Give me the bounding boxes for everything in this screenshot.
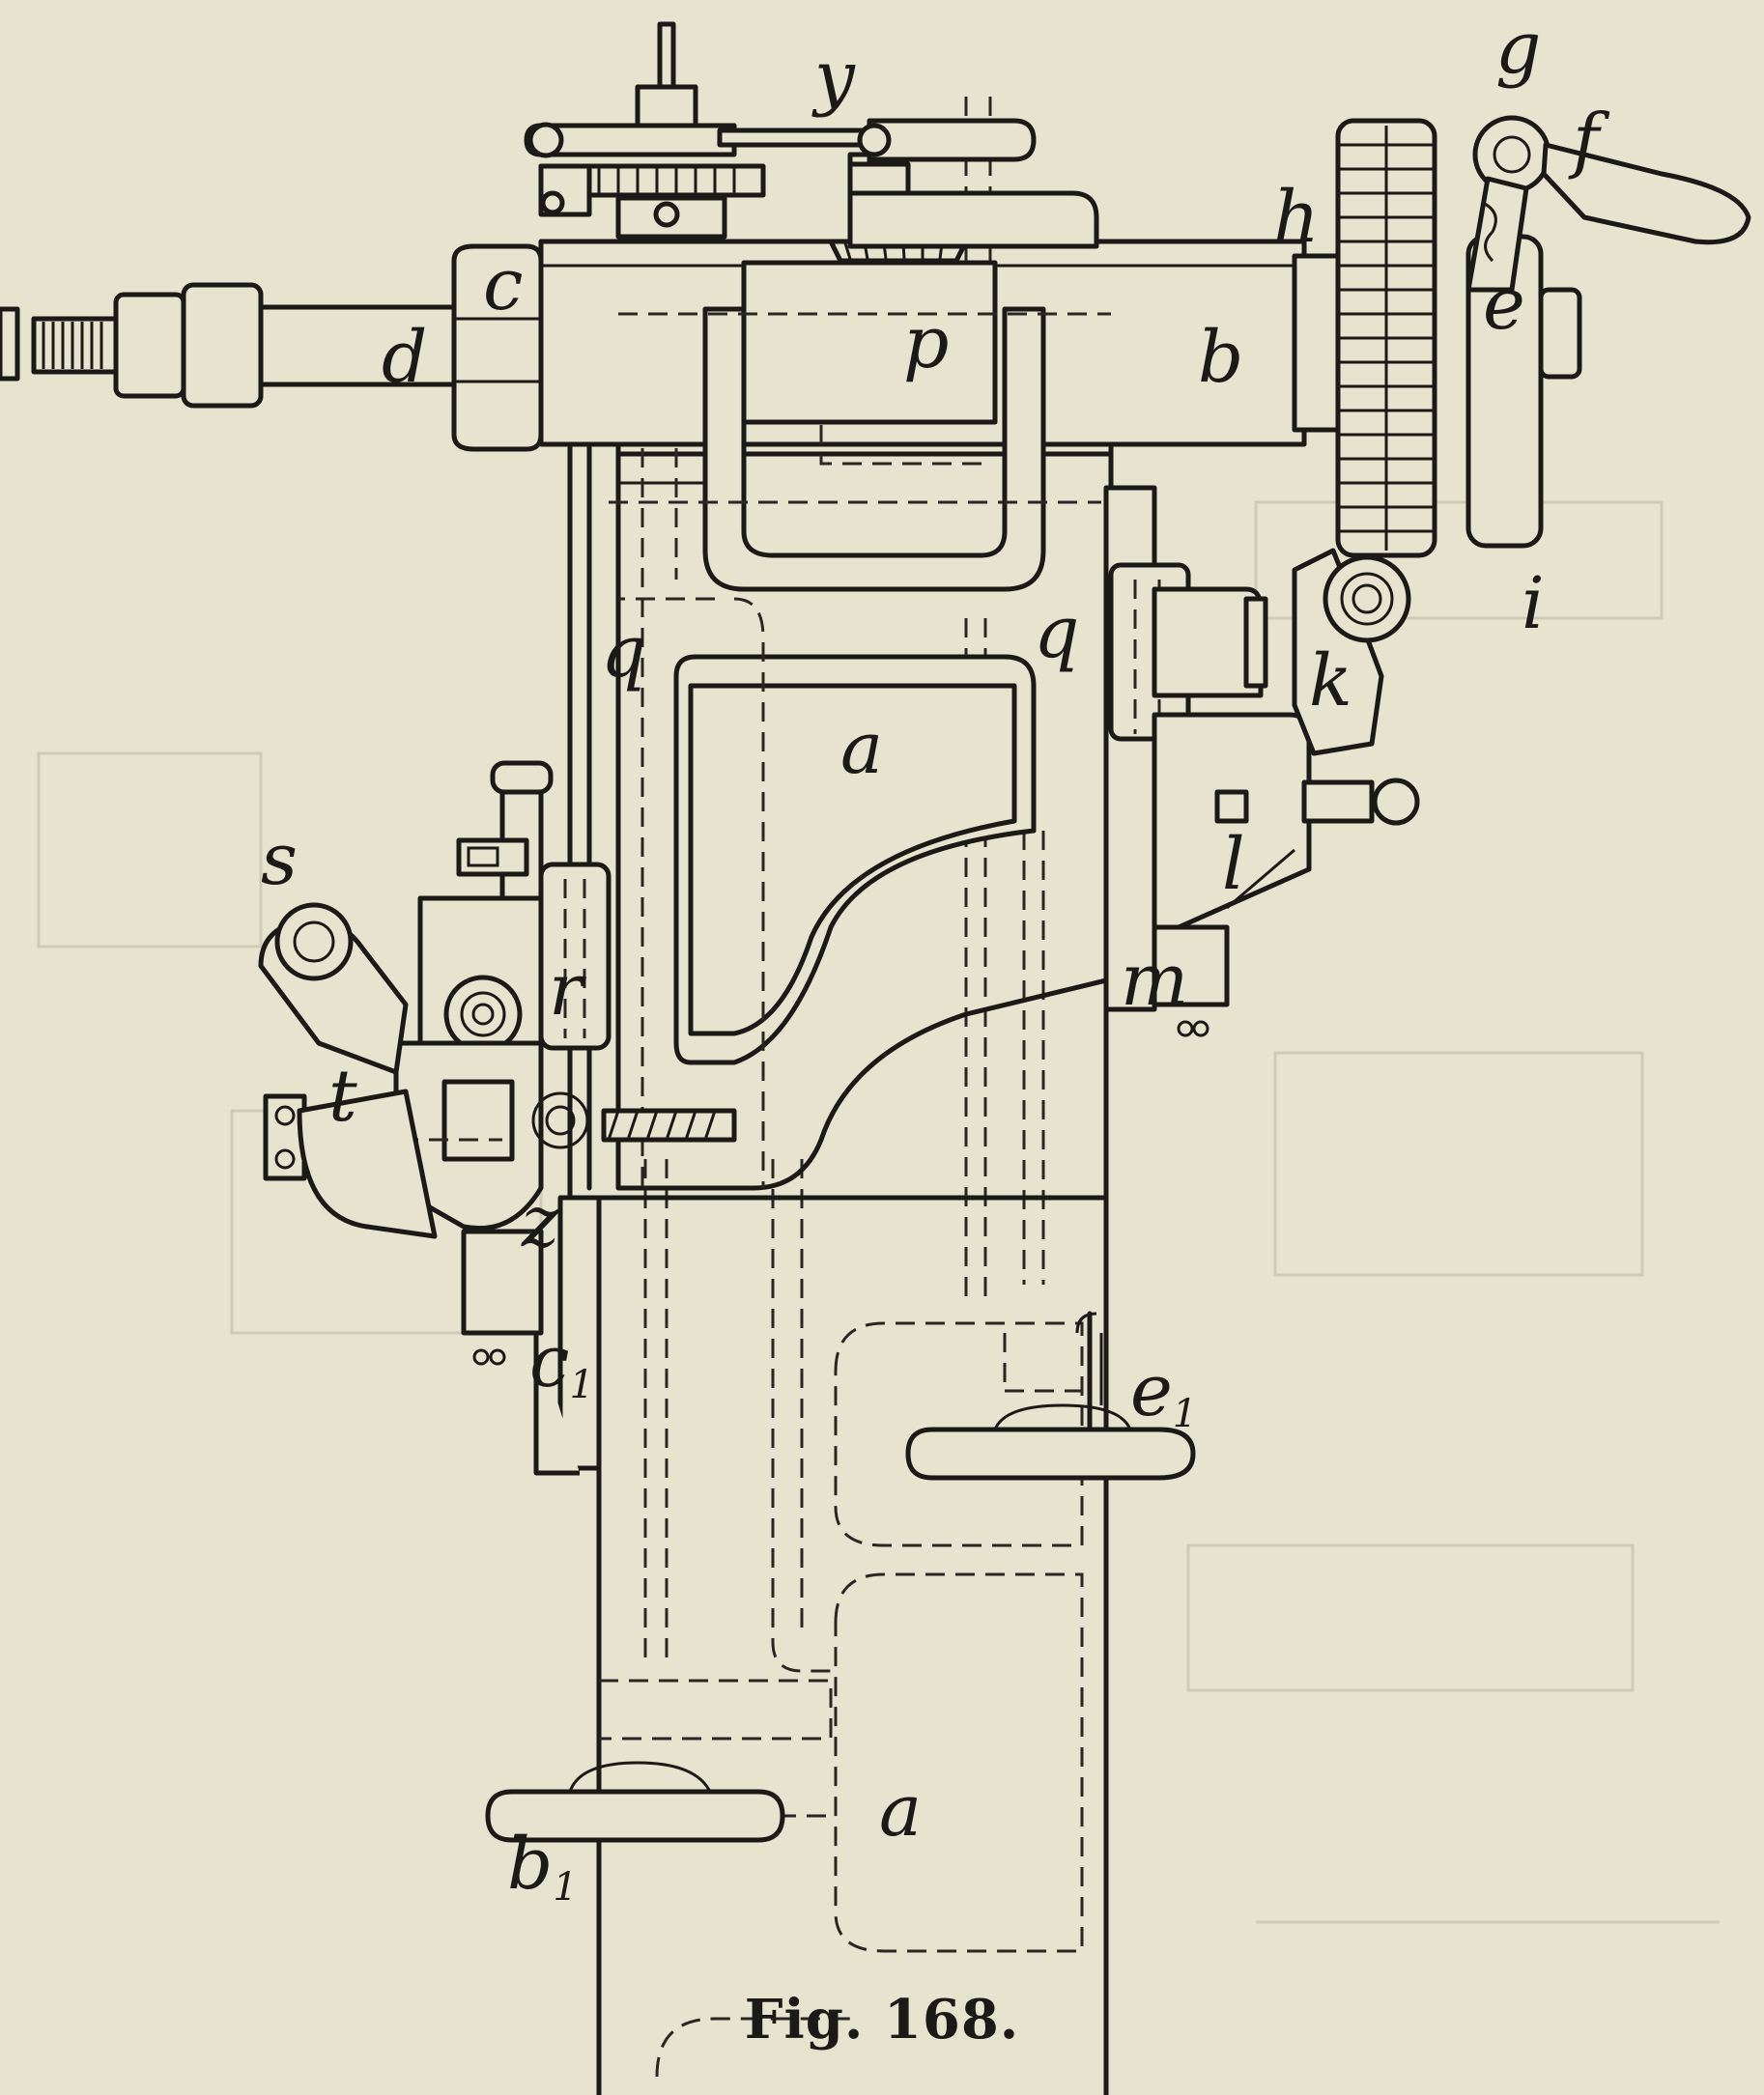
label-l: l: [1222, 823, 1245, 906]
handwheel-assembly: [1292, 115, 1751, 558]
label-a-lower: a: [879, 1769, 922, 1853]
label-c: c: [483, 243, 523, 326]
bleed-through-marks: [37, 500, 1720, 1924]
label-b1: b1: [507, 1823, 578, 1910]
label-q-right: q: [1034, 591, 1079, 674]
label-m: m: [1121, 939, 1188, 1022]
right-slide: [1103, 485, 1420, 1037]
label-h: h: [1273, 176, 1320, 259]
top-mechanism: [524, 21, 1099, 249]
figure-caption: Fig. 168.: [744, 1988, 1020, 2052]
label-y: y: [811, 36, 856, 119]
label-k: k: [1309, 639, 1352, 722]
thread-hatching: [42, 322, 103, 369]
knurl-teeth: [1338, 126, 1435, 551]
label-c1: c1: [529, 1320, 594, 1407]
handle-e1: [905, 1312, 1196, 1481]
cross-bar-b: [538, 97, 1307, 592]
handle-b1: [485, 1761, 785, 1843]
label-z: z: [521, 1180, 560, 1263]
label-q-left: q: [601, 610, 646, 694]
label-p: p: [903, 301, 949, 384]
label-s: s: [261, 818, 298, 901]
upper-housing: [567, 287, 1114, 1201]
worm-thread: [607, 1110, 717, 1141]
label-e: e: [1483, 263, 1525, 346]
left-slide: [258, 760, 737, 1476]
label-i: i: [1522, 562, 1545, 645]
label-e1: e1: [1130, 1349, 1197, 1436]
label-r: r: [549, 948, 587, 1032]
part-labels: y g f h e c d p b i k q q a l m s r t z …: [261, 7, 1610, 1910]
label-g: g: [1495, 7, 1541, 90]
label-d: d: [382, 316, 427, 399]
spur-gear-teeth: [597, 166, 736, 195]
label-t: t: [328, 1055, 357, 1138]
label-b: b: [1198, 316, 1243, 399]
spindle-d: [0, 243, 544, 452]
label-a-upper: a: [840, 707, 883, 790]
